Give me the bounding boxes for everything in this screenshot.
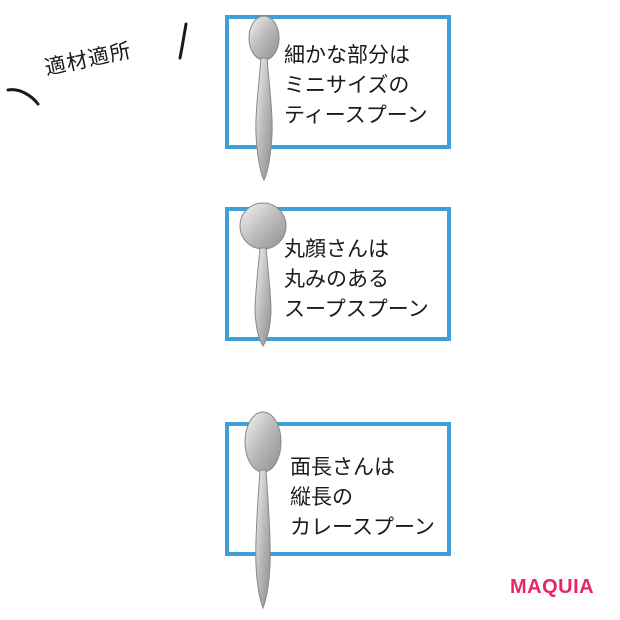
soup-spoon-line-2: 丸みのある	[284, 267, 389, 291]
left-stroke	[6, 88, 40, 106]
tea-spoon-line-1: 細かな部分は	[284, 43, 410, 67]
right-stroke	[178, 22, 188, 60]
tea-spoon-line-3: ティースプーン	[284, 103, 428, 127]
tea-spoon-text: 細かな部分は ミニサイズの ティースプーン	[284, 40, 428, 130]
soup-spoon-image	[239, 202, 287, 347]
curry-spoon-line-2: 縦長の	[290, 485, 353, 509]
curry-spoon-line-3: カレースプーン	[290, 515, 435, 539]
curry-spoon-text: 面長さんは 縦長の カレースプーン	[290, 452, 435, 542]
tea-spoon-line-2: ミニサイズの	[284, 73, 410, 97]
tea-spoon-image	[248, 15, 280, 182]
curry-spoon-line-1: 面長さんは	[290, 455, 395, 479]
heading-area: 適材適所	[0, 0, 225, 130]
soup-spoon-line-1: 丸顔さんは	[284, 237, 389, 261]
soup-spoon-line-3: スープスプーン	[284, 297, 429, 321]
brand-logo: MAQUIA	[510, 576, 595, 598]
heading-strokes	[6, 22, 188, 106]
soup-spoon-text: 丸顔さんは 丸みのある スープスプーン	[284, 234, 429, 324]
curry-spoon-image	[244, 411, 282, 610]
